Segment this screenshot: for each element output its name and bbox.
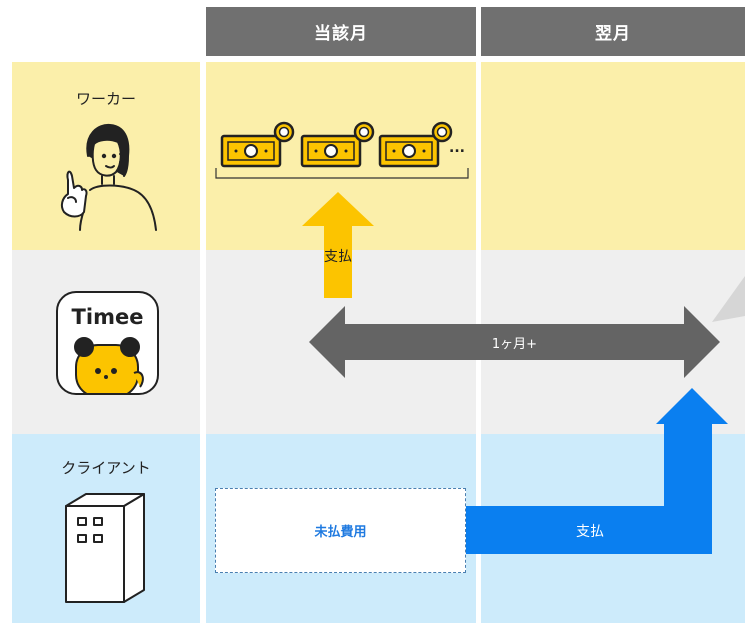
banknotes-bracket bbox=[215, 168, 469, 179]
banknote-coin-icon bbox=[220, 121, 295, 168]
header-current-month: 当該月 bbox=[206, 7, 476, 56]
worker-next-cell bbox=[481, 62, 745, 250]
banknotes-ellipsis: ... bbox=[449, 140, 465, 156]
duration-double-arrow bbox=[309, 306, 720, 378]
speech-bubble-tip bbox=[712, 276, 745, 322]
banknote-coin-icon bbox=[378, 121, 453, 168]
unpaid-expense-label: 未払費用 bbox=[314, 525, 367, 540]
timee-app-icon: Timee bbox=[56, 291, 159, 395]
payment-up-arrow bbox=[302, 192, 374, 298]
banknote-coin-icon bbox=[300, 121, 375, 168]
payment-up-label: 支払 bbox=[324, 249, 352, 265]
banknotes-group bbox=[215, 121, 469, 179]
duration-label: 1ヶ月+ bbox=[491, 337, 538, 352]
client-payment-label: 支払 bbox=[576, 524, 604, 540]
timee-logo-text: Timee bbox=[71, 305, 144, 329]
timee-mascot-icon bbox=[74, 337, 144, 393]
unpaid-expense-box: 未払費用 bbox=[215, 488, 466, 573]
client-payment-arrow bbox=[466, 388, 728, 554]
woman-pointing-icon bbox=[60, 123, 157, 231]
building-icon bbox=[65, 493, 145, 603]
worker-label: ワーカー bbox=[75, 90, 136, 108]
client-label: クライアント bbox=[61, 459, 151, 477]
header-next-month: 翌月 bbox=[481, 7, 745, 56]
